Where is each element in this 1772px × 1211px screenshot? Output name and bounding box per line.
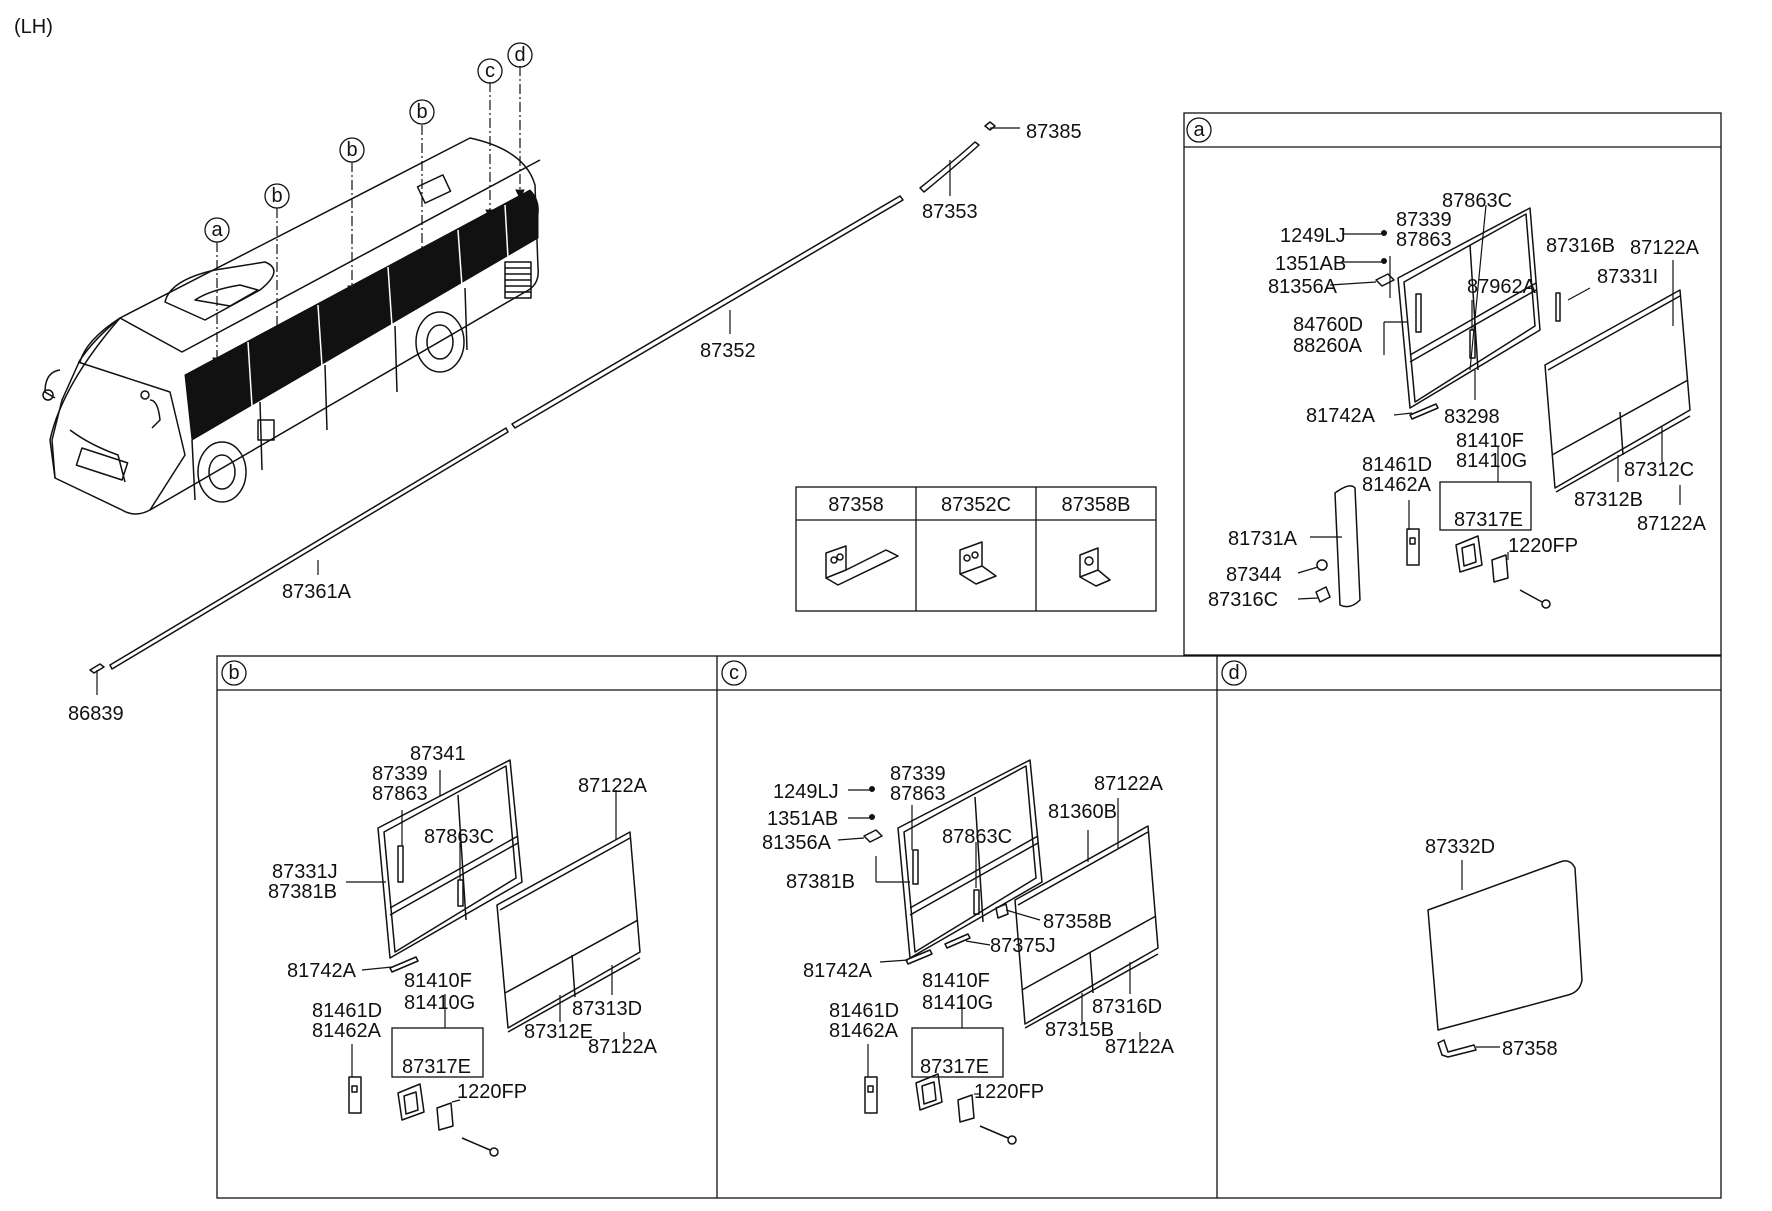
- label-b-81742A: 81742A: [287, 960, 357, 982]
- label-a-87122A-bottom: 87122A: [1637, 513, 1707, 535]
- marker-b1-overview: b: [271, 185, 282, 207]
- label-b-87313D: 87313D: [572, 998, 642, 1020]
- label-b-81461D: 81461D: [312, 1000, 382, 1022]
- strip-label-86839: 86839: [68, 703, 124, 725]
- label-c-87358B: 87358B: [1043, 911, 1112, 933]
- label-c-1220FP: 1220FP: [974, 1081, 1044, 1103]
- label-a-81461D: 81461D: [1362, 454, 1432, 476]
- label-a-87316B: 87316B: [1546, 235, 1615, 257]
- label-b-87381B: 87381B: [268, 881, 337, 903]
- clip-87358-icon: [825, 545, 899, 586]
- strip-label-87385: 87385: [1026, 121, 1082, 143]
- label-c-81410G: 81410G: [922, 992, 993, 1014]
- label-c-1351AB: 1351AB: [767, 808, 838, 830]
- table-header-87358: 87358: [828, 494, 884, 516]
- label-b-87341: 87341: [410, 743, 466, 765]
- label-c-81356A: 81356A: [762, 832, 832, 854]
- label-c-87339: 87339: [890, 763, 946, 785]
- bus-illustration: [42, 137, 541, 515]
- label-b-1220FP: 1220FP: [457, 1081, 527, 1103]
- label-a-87863C: 87863C: [1442, 190, 1512, 212]
- label-a-87312B: 87312B: [1574, 489, 1643, 511]
- window-band: [184, 189, 539, 441]
- label-a-87122A-top: 87122A: [1630, 237, 1700, 259]
- side-label: (LH): [14, 16, 53, 38]
- strip-label-87361A: 87361A: [282, 581, 352, 603]
- clip-87352C-icon: [959, 541, 997, 585]
- label-a-87331I: 87331I: [1597, 266, 1658, 288]
- panel-b-parts: 87341 87339 87863 87122A 87331J 87381B 8…: [268, 743, 658, 1157]
- clip-87358B-icon: [1079, 547, 1111, 587]
- label-a-84760D: 84760D: [1293, 314, 1363, 336]
- label-a-81410G: 81410G: [1456, 450, 1527, 472]
- marker-c-overview: c: [485, 60, 495, 82]
- molding-strips: 87385 87353 87352 87361A 86839: [68, 121, 1082, 725]
- label-a-87339: 87339: [1396, 209, 1452, 231]
- label-a-81731A: 81731A: [1228, 528, 1298, 550]
- label-a-87317E: 87317E: [1454, 509, 1523, 531]
- label-b-87339: 87339: [372, 763, 428, 785]
- table-header-87352C: 87352C: [941, 494, 1011, 516]
- panel-a-parts: 87863C 1249LJ 87339 87863 1351AB 81356A …: [1208, 190, 1707, 611]
- panel-b-letter: b: [228, 662, 239, 684]
- label-c-87316D: 87316D: [1092, 996, 1162, 1018]
- label-b-87122A-top: 87122A: [578, 775, 648, 797]
- label-c-81742A: 81742A: [803, 960, 873, 982]
- label-c-87863: 87863: [890, 783, 946, 805]
- label-d-87358: 87358: [1502, 1038, 1558, 1060]
- label-b-87863C: 87863C: [424, 826, 494, 848]
- label-c-81410F: 81410F: [922, 970, 990, 992]
- strip-label-87353: 87353: [922, 201, 978, 223]
- label-b-87317E: 87317E: [402, 1056, 471, 1078]
- label-c-87863C: 87863C: [942, 826, 1012, 848]
- label-a-87344: 87344: [1226, 564, 1282, 586]
- table-header-87358B: 87358B: [1062, 494, 1131, 516]
- label-a-1351AB: 1351AB: [1275, 253, 1346, 275]
- label-c-87375J: 87375J: [990, 935, 1056, 957]
- label-c-87381B: 87381B: [786, 871, 855, 893]
- bus-callouts: a b b b c d: [204, 42, 533, 368]
- label-c-87315B: 87315B: [1045, 1019, 1114, 1041]
- label-a-87316C: 87316C: [1208, 589, 1278, 611]
- marker-d-overview: d: [514, 44, 525, 66]
- panel-c-letter: c: [729, 662, 739, 684]
- panel-a-letter: a: [1193, 119, 1205, 141]
- label-c-87317E: 87317E: [920, 1056, 989, 1078]
- label-b-87312E: 87312E: [524, 1021, 593, 1043]
- label-a-1220FP: 1220FP: [1508, 535, 1578, 557]
- marker-b2-overview: b: [346, 139, 357, 161]
- panel-d-letter: d: [1228, 662, 1239, 684]
- panel-frames: a b c d: [216, 112, 1722, 1199]
- label-c-87122A-top: 87122A: [1094, 773, 1164, 795]
- label-b-81410F: 81410F: [404, 970, 472, 992]
- label-b-87331J: 87331J: [272, 861, 338, 883]
- label-c-87122A-bottom: 87122A: [1105, 1036, 1175, 1058]
- label-a-81356A: 81356A: [1268, 276, 1338, 298]
- label-b-81462A: 81462A: [312, 1020, 382, 1042]
- label-a-81742A: 81742A: [1306, 405, 1376, 427]
- label-a-1249LJ: 1249LJ: [1280, 225, 1346, 247]
- label-d-87332D: 87332D: [1425, 836, 1495, 858]
- label-c-81462A: 81462A: [829, 1020, 899, 1042]
- label-a-88260A: 88260A: [1293, 335, 1363, 357]
- panel-c-parts: 87339 87863 1249LJ 87122A 1351AB 81360B …: [762, 759, 1175, 1145]
- strip-label-87352: 87352: [700, 340, 756, 362]
- label-a-87312C: 87312C: [1624, 459, 1694, 481]
- label-c-81360B: 81360B: [1048, 801, 1117, 823]
- label-b-87122A-bottom: 87122A: [588, 1036, 658, 1058]
- fastener-table: 87358 87352C 87358B: [795, 486, 1157, 612]
- label-b-81410G: 81410G: [404, 992, 475, 1014]
- marker-a-overview: a: [211, 219, 223, 241]
- label-a-81410F: 81410F: [1456, 430, 1524, 452]
- label-b-87863: 87863: [372, 783, 428, 805]
- marker-b3-overview: b: [416, 101, 427, 123]
- label-a-81462A: 81462A: [1362, 474, 1432, 496]
- label-a-83298: 83298: [1444, 406, 1500, 428]
- label-c-1249LJ: 1249LJ: [773, 781, 839, 803]
- label-a-87962A: 87962A: [1467, 276, 1537, 298]
- label-c-81461D: 81461D: [829, 1000, 899, 1022]
- panel-d-parts: 87332D 87358: [1425, 836, 1583, 1060]
- label-a-87863: 87863: [1396, 229, 1452, 251]
